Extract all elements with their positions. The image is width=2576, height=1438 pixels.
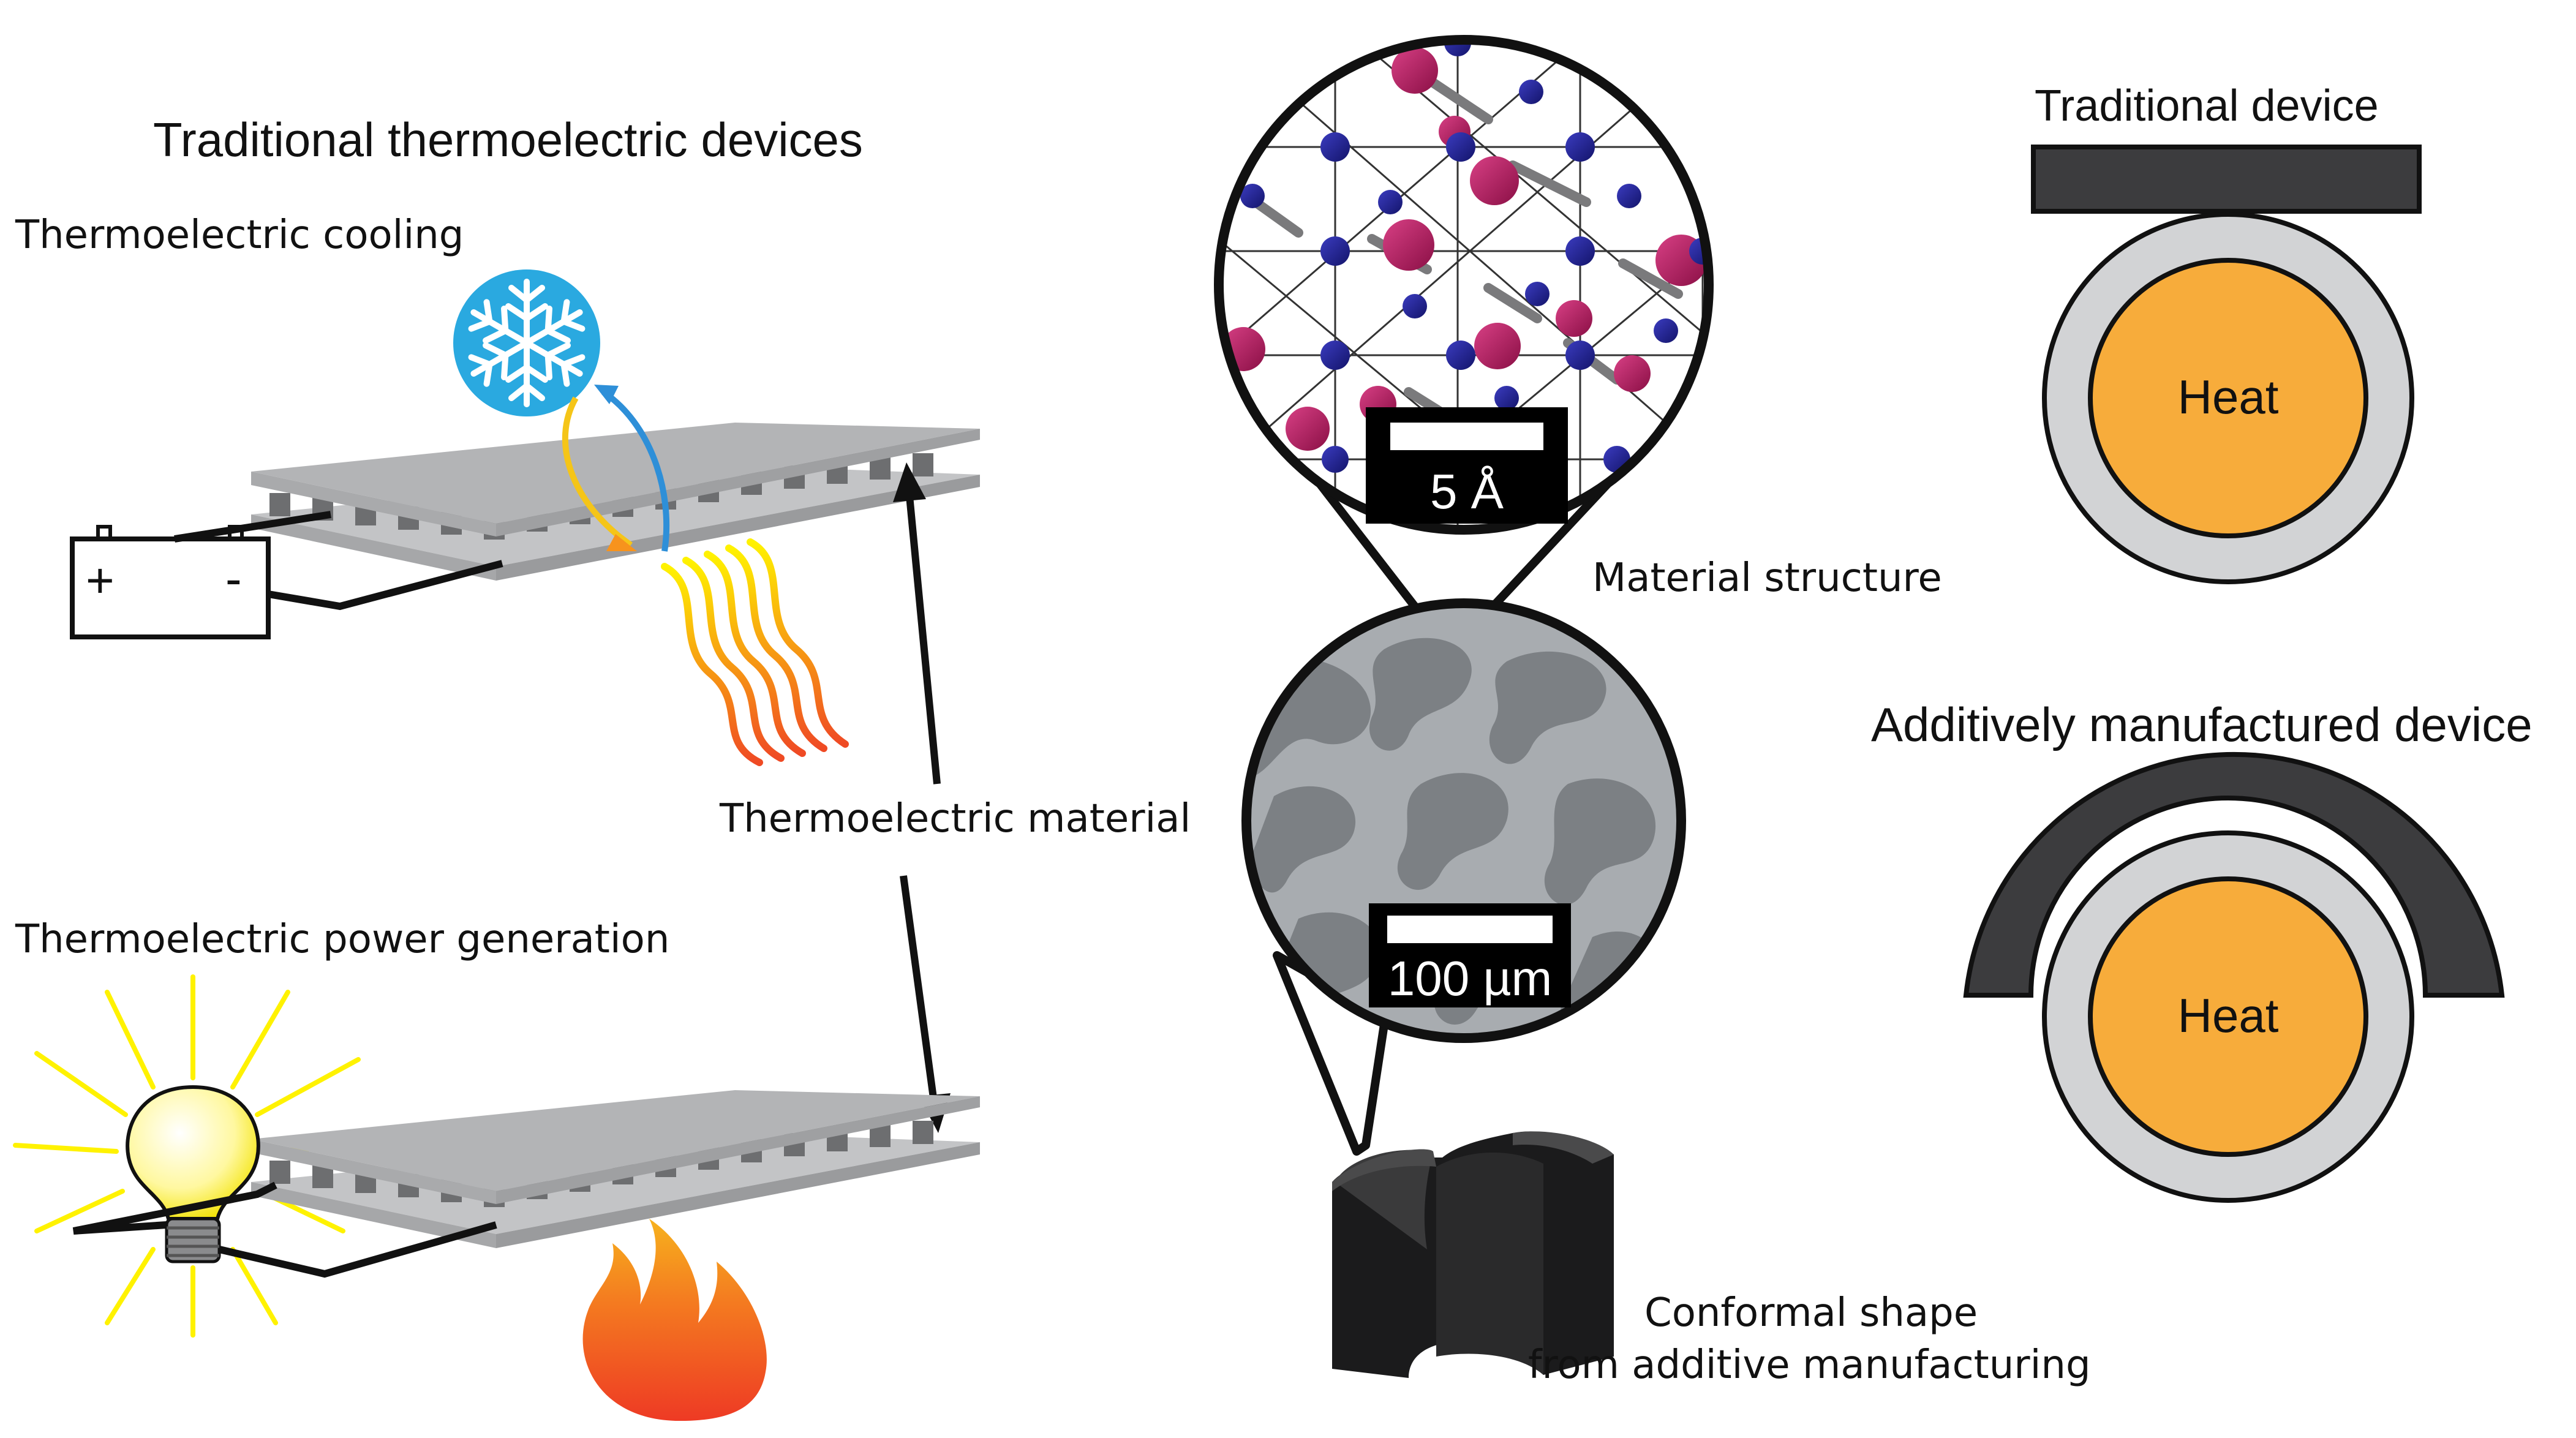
traditional-flat-plate: [2031, 145, 2422, 214]
conformal-part-icon: [1332, 1131, 1614, 1378]
power-generation-label: Thermoelectric power generation: [15, 917, 669, 962]
traditional-devices-heading: Traditional thermoelectric devices: [153, 113, 863, 167]
flame-icon: [582, 1219, 767, 1421]
cooling-label: Thermoelectric cooling: [15, 213, 464, 258]
heat-flow-arrows: [562, 385, 670, 552]
micro-scale-label: 100 µm: [1388, 951, 1552, 1006]
atomic-structure-view: 5 Å: [1214, 35, 1714, 535]
snowflake-icon: [453, 269, 600, 416]
conformal-label-line2: from additive manufacturing: [1528, 1342, 2091, 1388]
atomic-scale-label: 5 Å: [1430, 464, 1504, 519]
battery-icon: + -: [70, 525, 271, 639]
traditional-heat-core: [2088, 258, 2368, 538]
power-wire-top: [72, 1181, 277, 1235]
cooling-module: [251, 423, 980, 581]
material-structure-label: Material structure: [1592, 555, 1942, 601]
traditional-heat-label: Heat: [2178, 370, 2279, 424]
additive-device-heading: Additively manufactured device: [1871, 698, 2533, 751]
battery-plus: +: [86, 553, 115, 608]
conformal-device-shell: [1963, 751, 2505, 998]
additive-device-diagram: Heat: [1963, 751, 2505, 1203]
heat-waves-icon: [661, 538, 849, 766]
power-module: [251, 1090, 980, 1248]
battery-minus: -: [225, 551, 242, 606]
cooling-wire-top: [174, 511, 331, 543]
power-wire-bottom: [218, 1221, 497, 1278]
conformal-label-line1: Conformal shape: [1644, 1290, 1978, 1336]
cooling-wire-bottom: [267, 560, 503, 611]
thermoelectric-material-label: Thermoelectric material: [719, 796, 1191, 841]
traditional-device-diagram: Heat: [2031, 145, 2422, 584]
micro-scale-bar: [1387, 916, 1553, 943]
lightbulb-icon: [126, 1085, 260, 1263]
light-rays: [13, 974, 370, 1338]
atomic-scale-bar: [1390, 423, 1543, 450]
additive-heat-label: Heat: [2178, 988, 2279, 1042]
microstructure-view: 100 µm: [1241, 598, 1686, 1043]
additive-heat-core: [2088, 876, 2368, 1157]
traditional-device-heading: Traditional device: [2035, 81, 2379, 130]
